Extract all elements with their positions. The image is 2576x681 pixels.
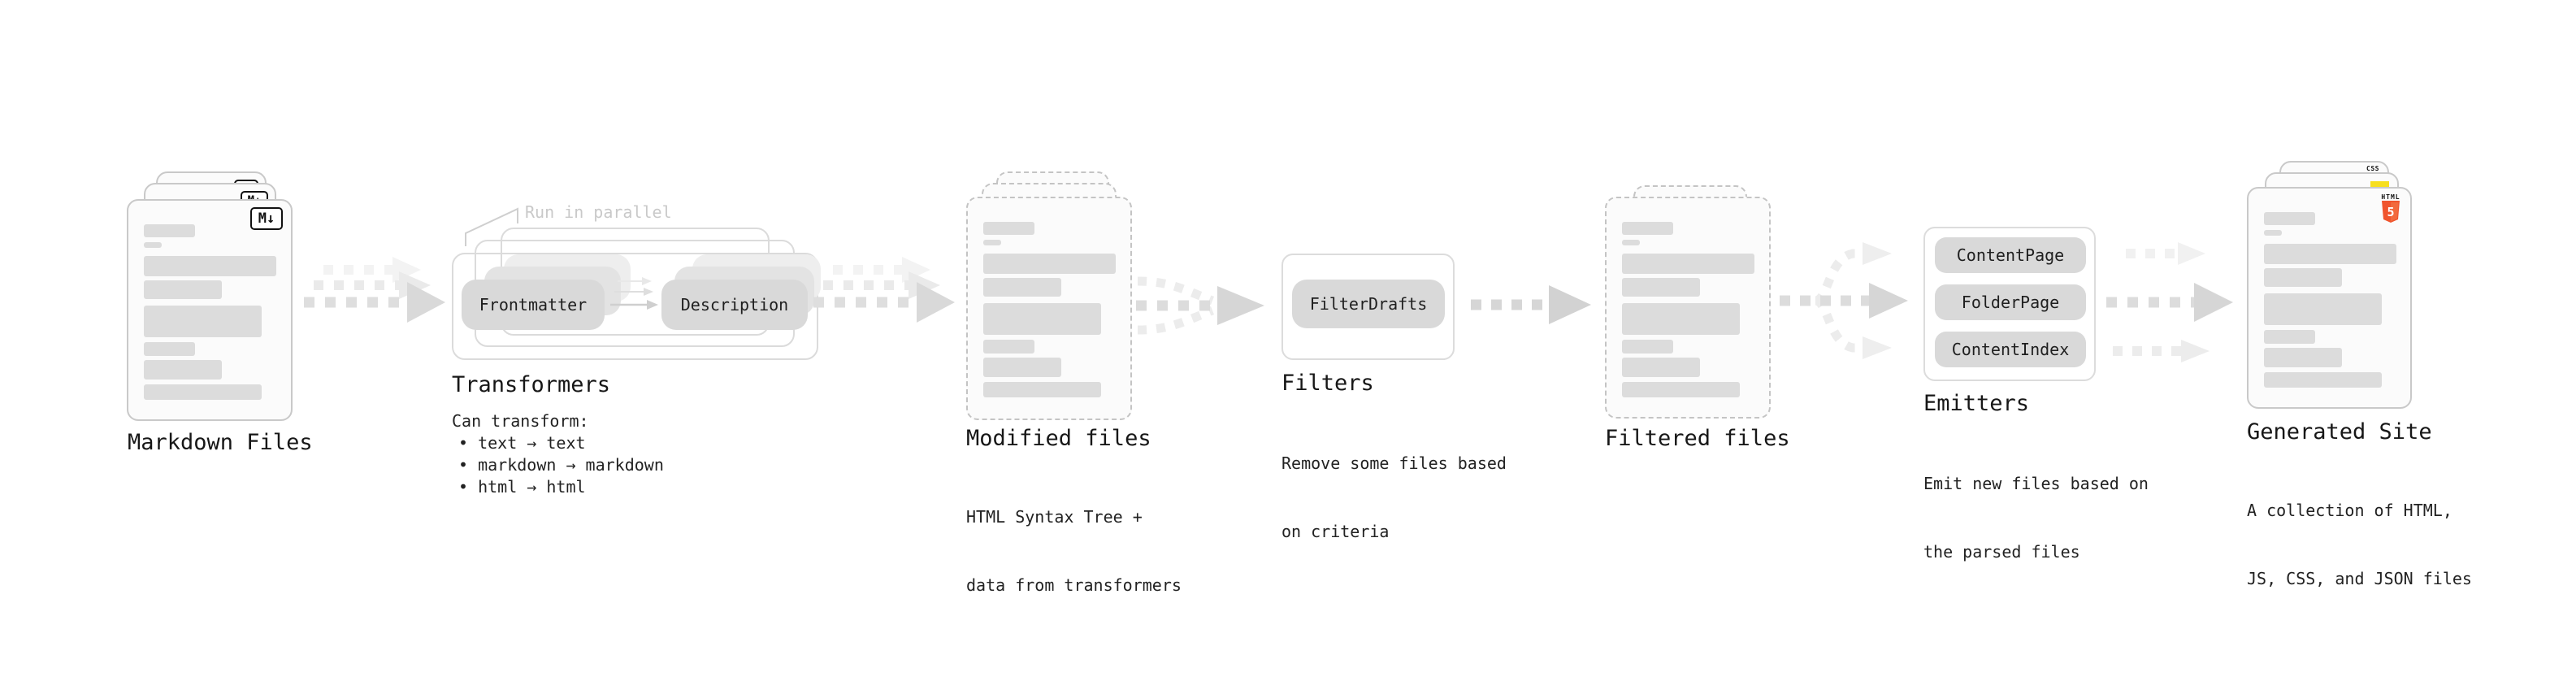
subtitle-line: data from transformers [966,575,1182,595]
modified-files-subtitle: HTML Syntax Tree + data from transformer… [966,460,1182,642]
transformers-desc-heading: Can transform: [452,411,589,431]
pill-filterdrafts: FilterDrafts [1292,280,1445,328]
subtitle-line: Remove some files based [1281,453,1507,473]
doc-content-bars [1622,222,1754,397]
arrow-markdown-to-transformers [304,257,445,323]
modified-file-card-front [966,197,1132,420]
pill-frontmatter: Frontmatter [462,280,605,330]
arrow-transformers-to-modified [813,257,955,323]
run-in-parallel-annotation: Run in parallel [525,202,672,222]
pill-to-pill-arrows [610,277,658,310]
filters-title: Filters [1281,371,1374,396]
filtered-file-card-front [1605,197,1771,419]
emitters-subtitle: Emit new files based on the parsed files [1923,427,2149,609]
generated-site-title: Generated Site [2247,419,2432,445]
pill-contentindex: ContentIndex [1935,332,2086,367]
html5-icon: HTML 5 [2380,193,2401,223]
filtered-files-title: Filtered files [1605,426,1790,451]
transformers-bullets: text → text markdown → markdown html → h… [452,432,664,498]
subtitle-line: HTML Syntax Tree + [966,507,1143,527]
doc-content-bars [2264,212,2396,388]
js-icon [2370,181,2389,189]
pill-folderpage: FolderPage [1935,284,2086,320]
bullet-item: html → html [452,476,664,498]
subtitle-line: JS, CSS, and JSON files [2247,569,2472,588]
subtitle-line: Emit new files based on [1923,474,2149,493]
css-icon-label: CSS [2366,165,2379,172]
transformers-title: Transformers [452,372,611,397]
arrow-filtered-to-emitters [1780,242,1908,359]
doc-content-bars [983,222,1116,397]
html5-number: 5 [2387,205,2394,219]
emitters-title: Emitters [1923,391,2030,416]
doc-content-bars [144,224,276,400]
generated-site-subtitle: A collection of HTML, JS, CSS, and JSON … [2247,453,2472,635]
html5-shield: 5 [2382,201,2400,223]
pill-description: Description [661,280,808,330]
html5-icon-label: HTML [2381,193,2400,201]
bullet-item: text → text [452,432,664,454]
arrow-emitters-to-generated [2106,242,2233,362]
arrow-modified-to-filters [1136,276,1264,335]
subtitle-line: the parsed files [1923,542,2080,562]
annotation-bracket [465,207,518,246]
markdown-files-title: Markdown Files [128,430,313,455]
markdown-icon: M↓ [250,207,283,230]
filters-subtitle: Remove some files based on criteria [1281,406,1507,588]
subtitle-line: on criteria [1281,522,1390,541]
generated-html-file-card: HTML 5 [2247,187,2412,409]
pill-contentpage: ContentPage [1935,237,2086,273]
bullet-item: markdown → markdown [452,454,664,476]
subtitle-line: A collection of HTML, [2247,501,2452,520]
arrow-filters-to-filtered [1471,285,1591,324]
modified-files-title: Modified files [966,426,1151,451]
markdown-file-card-front: M↓ [127,199,293,421]
